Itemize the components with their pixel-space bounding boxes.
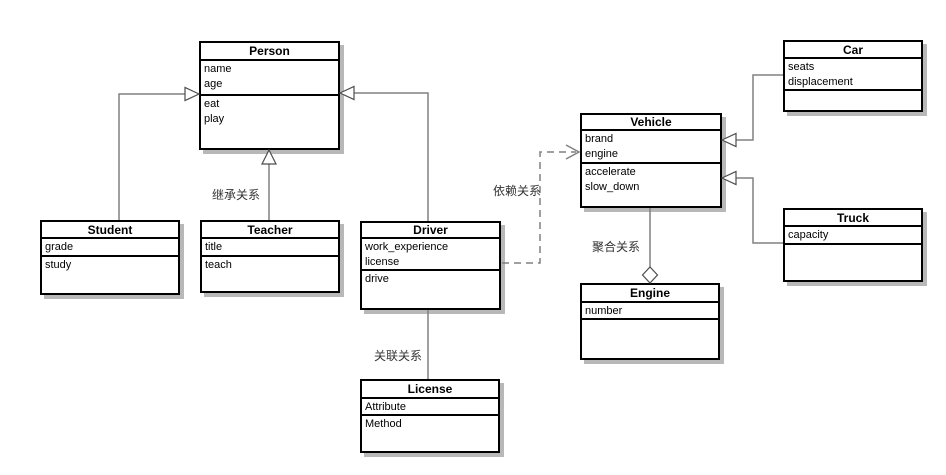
class-truck-title: Truck (785, 210, 921, 227)
dependency-connector-driver-vehicle[interactable] (502, 151, 576, 264)
inheritance-arrow-icon (338, 85, 355, 101)
class-vehicle-attributes: brand engine (582, 131, 720, 164)
method: accelerate (585, 166, 636, 178)
relation-label-aggregation: 聚合关系 (592, 240, 641, 254)
inheritance-connector-student-person[interactable] (118, 93, 185, 220)
method: play (204, 113, 225, 125)
class-teacher-methods: teach (202, 257, 338, 291)
class-car-methods (785, 91, 921, 110)
attribute: title (205, 241, 223, 253)
relation-label-inheritance: 继承关系 (212, 188, 261, 202)
attribute: license (365, 256, 400, 268)
method: Method (365, 418, 402, 430)
dependency-arrow-icon (565, 144, 581, 160)
class-license-attributes: Attribute (362, 399, 498, 416)
method: study (45, 259, 72, 271)
attribute: displacement (788, 76, 853, 88)
class-person[interactable]: Person name age eat play (199, 41, 340, 150)
inheritance-connector-car-vehicle[interactable] (736, 74, 783, 141)
class-truck[interactable]: Truck capacity (783, 208, 923, 282)
inheritance-connector-truck-vehicle[interactable] (736, 177, 783, 244)
method: slow_down (585, 181, 640, 193)
class-vehicle-methods: accelerate slow_down (582, 164, 720, 206)
method: drive (365, 273, 389, 285)
attribute: Attribute (365, 401, 406, 413)
method: teach (205, 259, 232, 271)
class-teacher[interactable]: Teacher title teach (200, 220, 340, 293)
class-vehicle[interactable]: Vehicle brand engine accelerate slow_dow… (580, 113, 722, 208)
class-engine[interactable]: Engine number (580, 283, 720, 360)
class-teacher-title: Teacher (202, 222, 338, 239)
class-person-title: Person (201, 43, 338, 61)
class-driver[interactable]: Driver work_experience license drive (360, 221, 501, 310)
attribute: brand (585, 133, 614, 145)
class-driver-title: Driver (362, 223, 499, 239)
attribute: number (585, 305, 623, 317)
inheritance-arrow-icon (720, 132, 737, 148)
attribute: work_experience (365, 241, 449, 253)
class-truck-attributes: capacity (785, 227, 921, 245)
class-license[interactable]: License Attribute Method (360, 379, 500, 453)
inheritance-connector-driver-person[interactable] (354, 92, 429, 221)
attribute: age (204, 78, 223, 90)
class-student[interactable]: Student grade study (40, 220, 180, 295)
inheritance-arrow-icon (184, 86, 201, 102)
class-vehicle-title: Vehicle (582, 115, 720, 131)
class-person-attributes: name age (201, 61, 338, 96)
class-car-title: Car (785, 42, 921, 59)
aggregation-diamond-icon (641, 266, 659, 284)
class-student-title: Student (42, 222, 178, 239)
class-teacher-attributes: title (202, 239, 338, 257)
class-license-title: License (362, 381, 498, 399)
class-car[interactable]: Car seats displacement (783, 40, 923, 112)
class-engine-methods (582, 320, 718, 358)
relation-label-association: 关联关系 (374, 349, 423, 363)
method: eat (204, 98, 220, 110)
attribute: name (204, 63, 232, 75)
attribute: grade (45, 241, 74, 253)
inheritance-arrow-icon (720, 170, 737, 186)
class-engine-title: Engine (582, 285, 718, 303)
class-driver-methods: drive (362, 271, 499, 308)
class-person-methods: eat play (201, 96, 338, 148)
attribute: capacity (788, 229, 829, 241)
class-student-attributes: grade (42, 239, 178, 257)
class-engine-attributes: number (582, 303, 718, 320)
class-license-methods: Method (362, 416, 498, 451)
attribute: engine (585, 148, 619, 160)
class-student-methods: study (42, 257, 178, 293)
class-car-attributes: seats displacement (785, 59, 921, 91)
class-truck-methods (785, 245, 921, 280)
attribute: seats (788, 61, 815, 73)
inheritance-arrow-icon (261, 148, 277, 165)
class-driver-attributes: work_experience license (362, 239, 499, 271)
relation-label-dependency: 依赖关系 (493, 184, 542, 198)
